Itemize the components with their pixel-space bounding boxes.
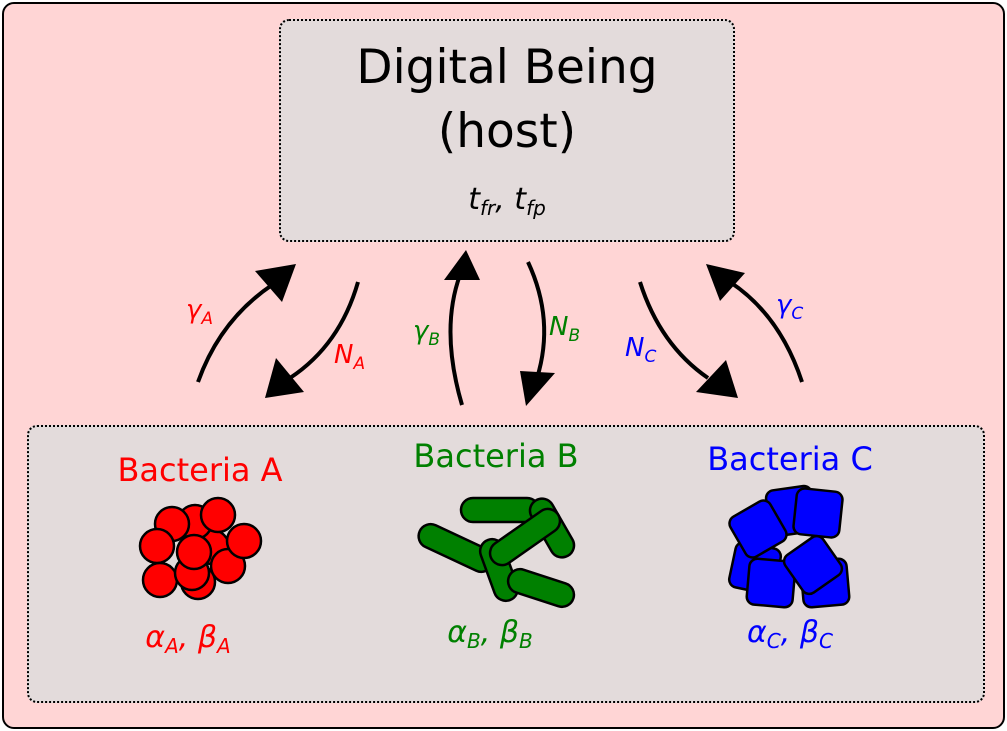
bacteria-c-icon [727, 484, 851, 609]
beta-c-symbol: β [799, 615, 819, 650]
label-n-c: NC [625, 333, 656, 367]
arrow-n-b [526, 261, 547, 379]
bacteria-b-name: Bacteria B [413, 437, 579, 475]
n-a-subscript: A [353, 354, 366, 374]
t-fr-symbol: t [468, 182, 480, 217]
bacteria-c-name: Bacteria C [707, 440, 873, 478]
gamma-b-symbol: γ [413, 316, 429, 346]
beta-b-symbol: β [499, 615, 519, 650]
bacteria-a-name: Bacteria A [117, 451, 283, 489]
alpha-c-subscript: C [766, 629, 781, 653]
beta-a-symbol: β [197, 620, 217, 655]
host-box [279, 19, 735, 242]
bacteria-b-icon [417, 496, 576, 609]
host-param-separator: , [495, 182, 515, 217]
alpha-b-subscript: B [467, 629, 481, 653]
arrowhead-n-a [265, 358, 304, 398]
params-b-separator: , [480, 615, 500, 650]
gamma-a-symbol: γ [186, 295, 202, 325]
beta-a-subscript: A [217, 634, 231, 658]
arrowhead-gamma-c [706, 264, 745, 301]
beta-b-subscript: B [519, 629, 533, 653]
label-n-a: NA [334, 340, 365, 374]
n-b-subscript: B [568, 326, 581, 346]
bacteria-a-icon [138, 496, 263, 601]
arrowhead-n-b [520, 371, 555, 406]
bacteria-c-params: αC, βC [630, 615, 950, 653]
arrow-n-a [288, 281, 360, 380]
host-params: tfr, tfp [279, 182, 735, 220]
alpha-a-symbol: α [145, 620, 166, 655]
bacteria-b-params: αB, βB [330, 615, 650, 653]
alpha-c-symbol: α [747, 615, 767, 650]
t-fp-symbol: t [514, 182, 527, 217]
n-c-subscript: C [644, 347, 657, 367]
bacteria-a-params: αA, βA [28, 620, 348, 658]
arrowhead-n-c [696, 360, 738, 398]
alpha-a-subscript: A [165, 634, 179, 658]
alpha-b-symbol: α [447, 615, 468, 650]
arrow-gamma-a [196, 283, 274, 383]
n-c-symbol: N [625, 333, 645, 363]
t-fp-subscript: fp [526, 196, 546, 220]
label-gamma-b: γB [413, 316, 440, 350]
arrow-n-c [638, 281, 710, 380]
t-fr-subscript: fr [479, 196, 496, 220]
host-subtitle: (host) [437, 104, 577, 159]
n-b-symbol: N [549, 312, 569, 342]
beta-c-subscript: C [819, 629, 833, 653]
gamma-a-subscript: A [201, 309, 214, 329]
params-c-separator: , [780, 615, 800, 650]
arrowhead-gamma-b [444, 250, 480, 280]
gamma-c-symbol: γ [776, 290, 792, 320]
label-gamma-c: γC [776, 290, 803, 324]
host-title: Digital Being [356, 40, 658, 95]
n-a-symbol: N [334, 340, 354, 370]
label-n-b: NB [549, 312, 580, 346]
arrow-gamma-c [728, 280, 804, 383]
gamma-c-subscript: C [791, 304, 804, 324]
arrowhead-gamma-a [255, 264, 296, 302]
label-gamma-a: γA [186, 295, 213, 329]
arrow-gamma-b [448, 274, 464, 406]
gamma-b-subscript: B [428, 330, 441, 350]
params-a-separator: , [178, 620, 198, 655]
